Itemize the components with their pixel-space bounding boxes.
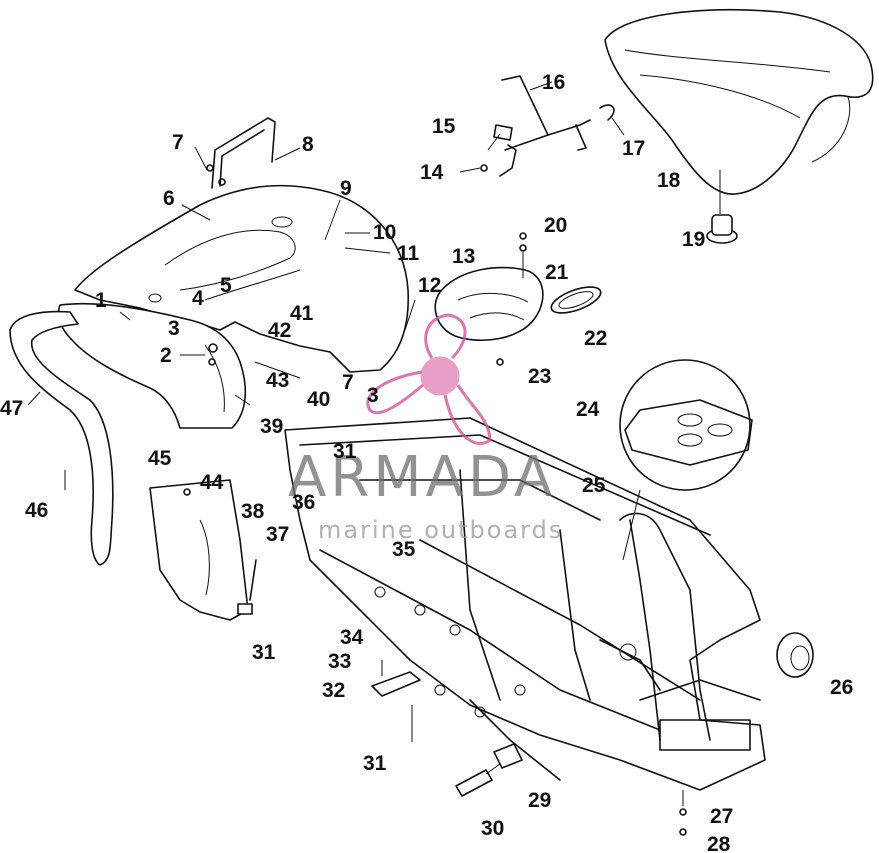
callout-1: 1 [95,289,107,312]
callout-3a: 3 [168,317,180,340]
bushing-part [776,632,814,678]
detail-circle-part [619,359,753,491]
washer-27 [679,808,687,816]
callout-4: 4 [192,287,204,310]
fastener-20 [519,232,527,240]
clip-part [371,671,421,697]
seat-bumper-part [706,214,738,244]
callout-36: 36 [292,491,316,514]
callout-20: 20 [544,214,568,237]
callout-26: 26 [830,676,854,699]
callout-42: 42 [268,319,292,342]
leader-25 [622,489,641,561]
seat-latch-part [501,75,615,151]
callout-16: 16 [542,71,566,94]
main-frame-part [284,417,766,791]
leader-9 [324,199,341,241]
leader-16 [529,81,553,91]
rack-handle-part [206,117,276,189]
watermark-brand: ARMADA [288,445,557,510]
leader-12 [404,299,416,331]
callout-31a: 31 [333,440,357,463]
fender-side-panel-part [57,302,247,429]
callout-9: 9 [340,177,352,200]
leader-39 [234,394,251,406]
fastener-21 [519,244,527,252]
callout-21: 21 [545,261,569,284]
callout-7b: 7 [342,371,354,394]
callout-19: 19 [682,228,706,251]
callout-38: 38 [241,500,265,523]
mud-flap-part [9,310,114,566]
splash-guard-part [149,479,249,621]
callout-43: 43 [266,369,290,392]
callout-12: 12 [418,274,442,297]
leader-7a [194,146,208,171]
callout-41: 41 [290,302,314,325]
callout-39: 39 [260,415,284,438]
leader-17 [611,117,625,136]
callout-25: 25 [582,474,606,497]
seal-part [550,286,602,314]
fastener-23 [496,358,504,366]
callout-37: 37 [266,523,290,546]
callout-31b: 31 [252,641,276,664]
leader-1 [119,311,131,321]
callout-11: 11 [397,242,420,265]
nut-28 [679,828,687,836]
callout-35: 35 [392,538,416,561]
callout-29: 29 [528,789,552,812]
callout-27: 27 [710,805,734,828]
callout-40: 40 [307,388,331,411]
callout-8: 8 [302,133,314,156]
callout-18: 18 [657,169,681,192]
leader-6 [181,204,211,221]
callout-32: 32 [322,679,346,702]
callout-2: 2 [160,344,172,367]
leader-8 [274,147,301,161]
callout-44: 44 [200,471,224,494]
callout-23: 23 [528,365,552,388]
bolt-37 [237,559,257,615]
callout-5: 5 [220,274,232,297]
leader-15 [487,133,501,151]
callout-45: 45 [148,447,172,470]
callout-33: 33 [328,650,352,673]
callout-6: 6 [163,187,175,210]
callout-17: 17 [622,137,646,160]
pin-part [455,743,523,797]
callout-3b: 3 [367,384,379,407]
watermark-tagline: marine outboards [318,516,564,544]
callout-13: 13 [452,245,476,268]
callout-7a: 7 [172,131,184,154]
callout-15: 15 [432,115,456,138]
callout-34: 34 [340,626,364,649]
callout-14: 14 [420,161,444,184]
leader-47 [27,391,41,406]
callout-24: 24 [576,398,600,421]
callout-30: 30 [481,817,505,840]
callout-46: 46 [25,499,49,522]
rear-fender-part [74,184,409,373]
leader-43 [254,361,301,379]
callout-47: 47 [0,397,24,420]
leader-14 [459,167,481,173]
callout-22: 22 [584,327,608,350]
callout-28: 28 [707,833,731,853]
leader-11 [344,247,391,254]
callout-31c: 31 [363,752,387,775]
seat-part [604,9,874,195]
callout-10: 10 [373,221,397,244]
